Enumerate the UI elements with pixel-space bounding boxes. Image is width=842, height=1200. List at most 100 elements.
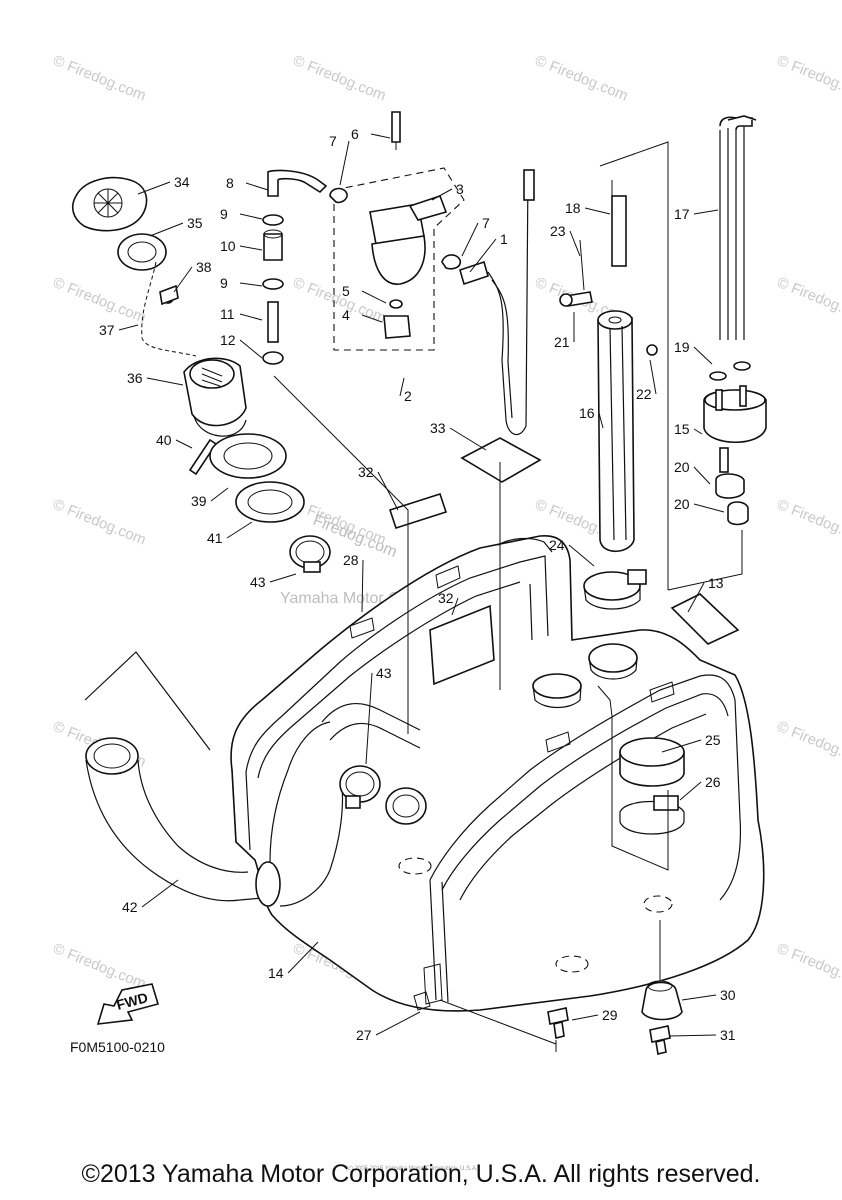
filler-ring (209, 433, 287, 479)
label-13 (670, 593, 740, 645)
callout-26: 26 (679, 774, 721, 801)
leader-line (571, 1014, 599, 1021)
leader-line (451, 597, 459, 616)
callout-21: 21 (554, 312, 575, 350)
leader-line (210, 487, 229, 502)
leader-line (339, 140, 350, 186)
leader-line (287, 941, 319, 974)
leader-line (239, 313, 263, 321)
callout-17: 17 (674, 206, 719, 222)
callout-25: 25 (661, 732, 721, 753)
watermark: © Firedog.com (51, 496, 149, 549)
callout-11: 11 (220, 306, 263, 322)
cap-gasket (117, 233, 167, 271)
leader-line (669, 1034, 717, 1037)
callout-number: 21 (554, 334, 570, 350)
watermark: © Firedog.com (775, 940, 842, 993)
watermark: © Firedog.com (51, 52, 149, 105)
callout-number: 2 (404, 388, 412, 404)
leader-line (141, 879, 179, 908)
callout-36: 36 (127, 370, 184, 386)
leader-line (693, 428, 703, 435)
callout-12: 12 (220, 332, 263, 359)
callout-10: 10 (220, 238, 263, 254)
filler-gasket (235, 481, 305, 523)
tank-cap-25 (597, 685, 685, 871)
watermark: © Firedog.com (533, 52, 631, 105)
callout-number: 27 (356, 1027, 372, 1043)
callout-number: 12 (220, 332, 236, 348)
callout-number: 36 (127, 370, 143, 386)
callout-29: 29 (571, 1007, 618, 1023)
leader-line (469, 238, 497, 273)
leader-line (149, 222, 184, 237)
leader-line (146, 377, 184, 386)
callout-number: 22 (636, 386, 652, 402)
callout-number: 9 (220, 206, 228, 222)
leader-line (399, 377, 405, 397)
diagram-code: F0M5100-0210 (70, 1039, 165, 1055)
watermark: © Firedog.com (51, 274, 149, 327)
hose-clamp-lower (339, 765, 427, 825)
bolt-29 (439, 999, 569, 1052)
callout-number: 32 (438, 590, 454, 606)
callout-7: 7 (461, 215, 490, 257)
leader-line (175, 439, 193, 449)
callout-7: 7 (329, 133, 350, 186)
leader-line (377, 471, 399, 511)
callout-15: 15 (674, 421, 703, 437)
callout-20: 20 (674, 496, 725, 513)
callout-6: 6 (351, 126, 391, 142)
tether-chain (141, 261, 197, 357)
callout-number: 4 (342, 307, 350, 323)
callout-number: 14 (268, 965, 284, 981)
callout-number: 13 (708, 575, 724, 591)
callout-23: 23 (550, 223, 581, 257)
callout-layer: 1234567789910111213141516171819202021222… (99, 126, 736, 1043)
callout-number: 28 (343, 552, 359, 568)
callout-number: 34 (174, 174, 190, 190)
callout-number: 41 (207, 530, 223, 546)
callout-number: 25 (705, 732, 721, 748)
callout-number: 29 (602, 1007, 618, 1023)
callout-4: 4 (342, 307, 383, 323)
callout-number: 23 (550, 223, 566, 239)
leader-line (569, 230, 581, 257)
callout-number: 7 (329, 133, 337, 149)
leader-line (361, 314, 383, 323)
fuel-tank (230, 535, 765, 1012)
sender-clamp (583, 569, 647, 610)
leader-line (461, 222, 479, 257)
callout-number: 39 (191, 493, 207, 509)
leader-line (693, 346, 713, 365)
callout-number: 32 (358, 464, 374, 480)
filler-neck (183, 357, 247, 437)
callout-38: 38 (173, 259, 212, 293)
callout-number: 18 (565, 200, 581, 216)
callout-43: 43 (250, 573, 297, 590)
leader-line (370, 133, 391, 139)
filler-cap (71, 176, 148, 232)
leader-line (239, 339, 263, 359)
callout-number: 33 (430, 420, 446, 436)
callout-30: 30 (681, 987, 736, 1003)
callout-37: 37 (99, 322, 139, 338)
callout-28: 28 (343, 552, 364, 613)
callout-24: 24 (549, 537, 595, 567)
callout-number: 37 (99, 322, 115, 338)
fuel-pump-assembly (329, 111, 465, 351)
leader-line (679, 781, 702, 801)
bolt-31 (649, 1025, 671, 1055)
vent-pipes (719, 115, 757, 340)
callout-number: 8 (226, 175, 234, 191)
callout-number: 3 (456, 181, 464, 197)
label-32-top (388, 492, 448, 530)
callout-number: 24 (549, 537, 565, 553)
leader-line (361, 290, 387, 304)
callout-number: 30 (720, 987, 736, 1003)
vent-check-valve (667, 361, 767, 591)
callout-1: 1 (469, 231, 508, 273)
vent-tubes (262, 169, 328, 365)
hose-clamp-upper (289, 535, 331, 573)
